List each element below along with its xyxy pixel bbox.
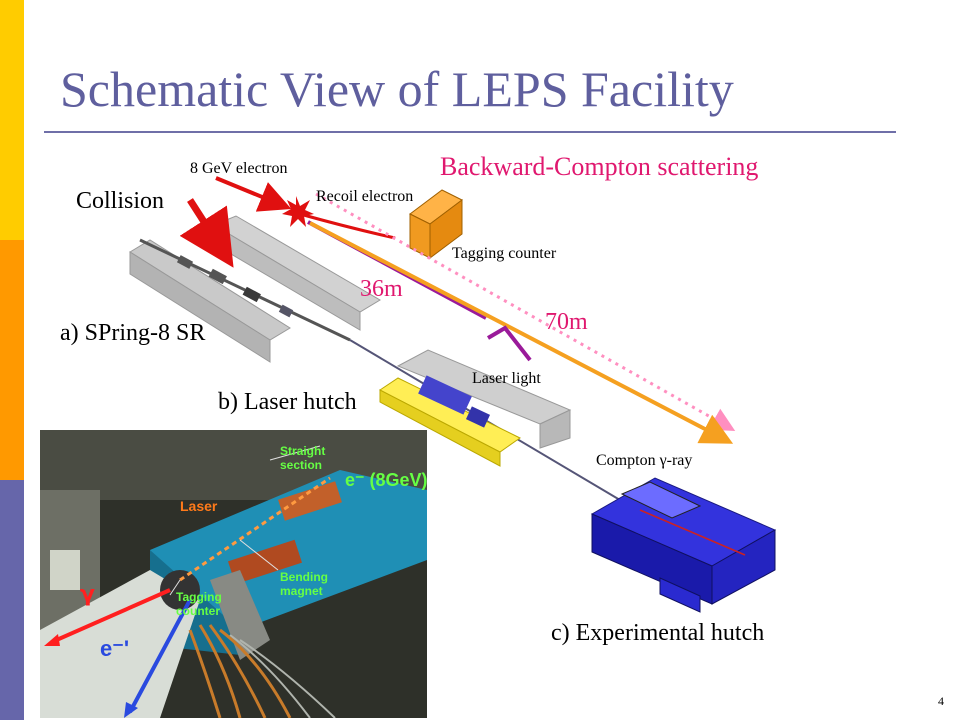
- electron-in-arrow: [215, 176, 292, 212]
- label-dist-70m: 70m: [545, 309, 588, 335]
- photo-label-electron-beam: e⁻ (8GeV): [345, 470, 427, 490]
- label-collision: Collision: [76, 188, 165, 214]
- label-laser-light: Laser light: [472, 370, 541, 387]
- photo-label-recoil: e⁻': [100, 636, 130, 661]
- side-bar-orange: [0, 240, 24, 480]
- photo-label-tagging-counter: Tagging counter: [176, 590, 222, 618]
- tagging-counter-model: [409, 189, 463, 259]
- page-number: 4: [938, 694, 944, 708]
- photo-label-gamma: γ: [80, 582, 95, 607]
- facility-photo-art: [40, 430, 427, 718]
- collision-arrow: [179, 198, 234, 268]
- label-recoil-electron: Recoil electron: [316, 188, 414, 205]
- slide-title: Schematic View of LEPS Facility: [60, 61, 734, 117]
- photo-label-straight-section: Straight section: [280, 444, 326, 472]
- label-experimental-hutch: c) Experimental hutch: [551, 620, 765, 646]
- collision-star-icon: [282, 196, 314, 227]
- photo-label-bending-magnet: Bending magnet: [280, 570, 328, 598]
- label-electron-in: 8 GeV electron: [190, 160, 288, 177]
- label-backward-compton: Backward-Compton scattering: [440, 152, 759, 181]
- facility-photo: Straight section e⁻ (8GeV) Laser Bending…: [40, 430, 427, 718]
- title-divider: [44, 131, 896, 133]
- label-spring8: a) SPring-8 SR: [60, 320, 206, 346]
- label-tagging-counter: Tagging counter: [452, 245, 557, 262]
- label-dist-36m: 36m: [360, 276, 403, 302]
- photo-label-laser: Laser: [180, 498, 218, 514]
- label-compton-ray: Compton γ-ray: [596, 452, 693, 469]
- side-bar-yellow: [0, 0, 24, 240]
- experimental-hutch-model: [590, 477, 777, 613]
- laser-light-bracket: [486, 325, 532, 362]
- label-laser-hutch: b) Laser hutch: [218, 389, 357, 415]
- spring8-ring-section: [129, 215, 381, 363]
- side-bar-blue: [0, 480, 24, 720]
- laser-hutch-model: [379, 349, 572, 467]
- recoil-electron-path: [299, 212, 396, 240]
- compton-gamma-line: [309, 221, 734, 444]
